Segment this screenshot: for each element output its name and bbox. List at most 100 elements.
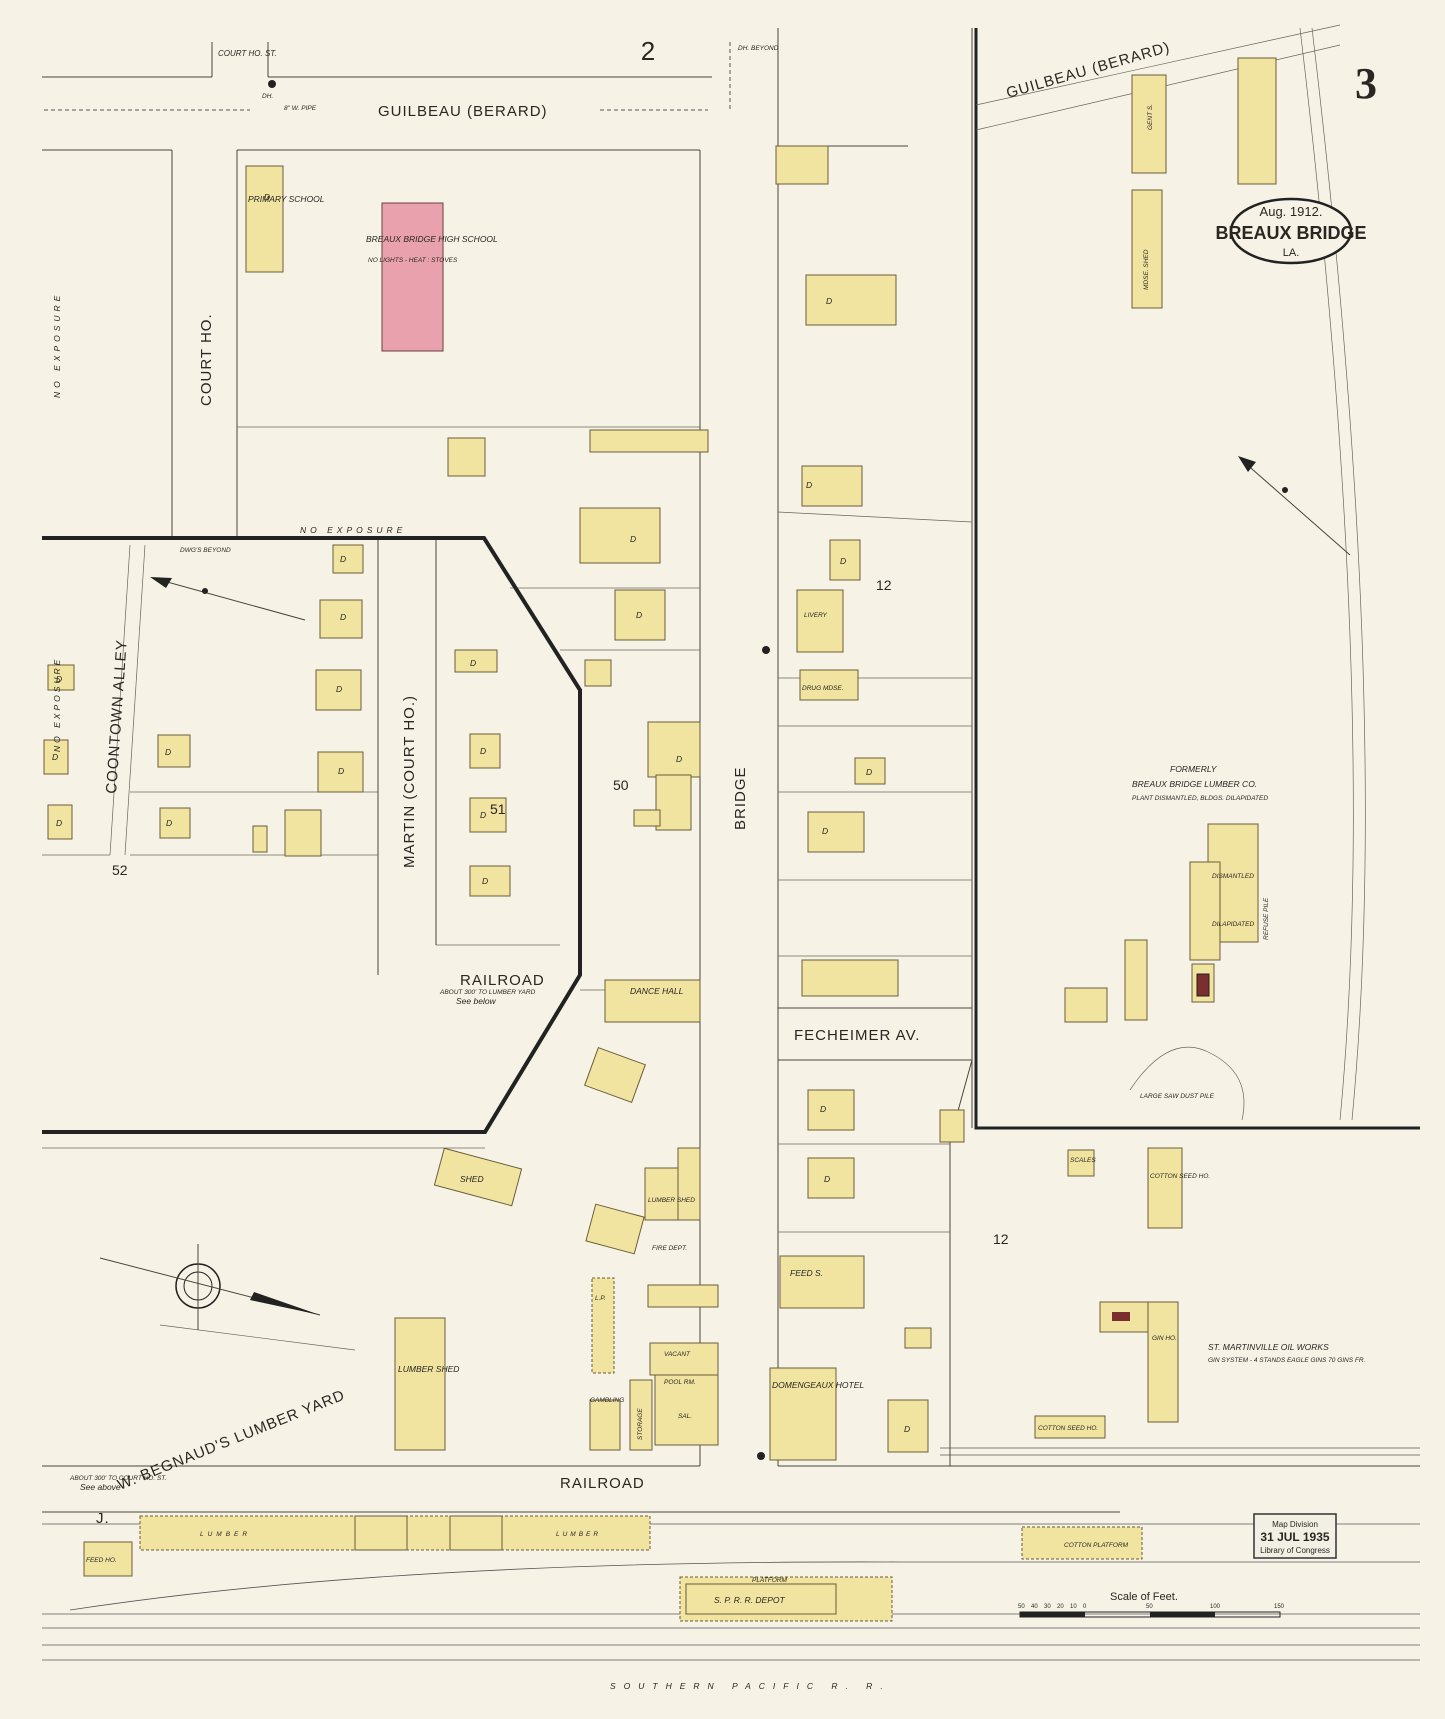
building xyxy=(447,437,486,477)
label-see-below: See below xyxy=(456,996,497,1006)
building xyxy=(1124,939,1148,1021)
label-formerly: FORMERLY xyxy=(1170,764,1218,774)
primary-school-building xyxy=(245,165,284,273)
dwelling xyxy=(43,739,69,775)
label-pool-room: POOL RM. xyxy=(664,1379,696,1386)
label-cotton-seed-ho-2: COTTON SEED HO. xyxy=(1038,1425,1098,1432)
lumber-shed xyxy=(449,1515,503,1551)
cartouche-state: LA. xyxy=(1283,247,1300,259)
outbuilding xyxy=(904,1327,932,1349)
scale-tick: 50 xyxy=(1018,1604,1025,1610)
dwelling-letter: D xyxy=(166,818,172,828)
dwelling-letter: D xyxy=(340,612,346,622)
dwelling-letter: D xyxy=(630,534,636,544)
scale-tick: 10 xyxy=(1070,1604,1077,1610)
domengeaux-hotel-building xyxy=(769,1367,837,1461)
label-no-exposure-left2: NO EXPOSURE xyxy=(52,657,62,752)
label-dh-beyond: DH. BEYOND xyxy=(738,45,779,52)
stamp-line3: Library of Congress xyxy=(1260,1546,1330,1555)
dance-hall-building xyxy=(604,979,701,1023)
dwelling-letter: D xyxy=(636,610,642,620)
stamp-date: 31 JUL 1935 xyxy=(1260,1530,1329,1544)
label-gent-s: GENT S. xyxy=(1147,104,1154,130)
buildings xyxy=(43,57,1277,1622)
dwelling xyxy=(317,751,364,793)
dwelling-letter: D xyxy=(340,554,346,564)
dwelling-letter: D xyxy=(264,192,270,202)
scale-title: Scale of Feet. xyxy=(1110,1591,1178,1603)
scales-building xyxy=(1067,1149,1095,1177)
top-sheet-index: 2 xyxy=(641,36,655,66)
dwelling xyxy=(647,721,701,778)
label-lumber-co: BREAUX BRIDGE LUMBER CO. xyxy=(1132,779,1257,789)
dwelling-letter: D xyxy=(56,674,62,684)
outbuilding xyxy=(633,809,661,827)
hydrant xyxy=(757,1452,765,1460)
label-cotton-seed-ho: COTTON SEED HO. xyxy=(1150,1173,1210,1180)
dwelling-letter: D xyxy=(338,766,344,776)
street-court-ho-st: COURT HO. ST. xyxy=(218,49,277,58)
dwelling xyxy=(579,507,661,564)
building xyxy=(677,1147,701,1221)
dwelling-letter: D xyxy=(866,767,872,777)
label-scales: SCALES xyxy=(1070,1157,1096,1164)
label-oil-works: ST. MARTINVILLE OIL WORKS xyxy=(1208,1342,1329,1352)
label-domengeaux-hotel: DOMENGEAUX HOTEL xyxy=(772,1380,864,1390)
library-stamp: Map Division 31 JUL 1935 Library of Cong… xyxy=(1253,1513,1337,1559)
dwelling-letter: D xyxy=(904,1424,910,1434)
street-bridge: BRIDGE xyxy=(732,766,749,830)
store-building xyxy=(589,429,709,453)
dwelling xyxy=(47,664,75,691)
scale-bar: Scale of Feet. 50 40 30 20 10 0 50 100 1… xyxy=(1018,1591,1285,1618)
label-oil-works-note: GIN SYSTEM - 4 STANDS EAGLE GINS 70 GINS… xyxy=(1208,1357,1366,1364)
label-dismantled: DISMANTLED xyxy=(1212,873,1254,880)
scale-tick: 50 xyxy=(1146,1604,1153,1610)
label-no-exposure-left: NO EXPOSURE xyxy=(52,292,62,398)
building xyxy=(284,809,322,857)
dwelling xyxy=(332,544,364,574)
dwelling-letter: D xyxy=(480,810,486,820)
saw-dust-pile xyxy=(1129,1046,1245,1121)
label-railroad-note: ABOUT 300' TO LUMBER YARD xyxy=(439,989,536,996)
dwelling-rear xyxy=(655,774,692,831)
dwelling-letter: D xyxy=(806,480,812,490)
outbuilding xyxy=(939,1109,965,1143)
scale-tick: 40 xyxy=(1031,1604,1038,1610)
building xyxy=(775,145,829,185)
feed-store-building xyxy=(779,1255,865,1309)
depot-building xyxy=(685,1583,837,1615)
building xyxy=(589,1399,621,1451)
street-j: J. xyxy=(96,1510,110,1527)
dwelling xyxy=(469,733,501,769)
gent-s-building xyxy=(1131,74,1167,174)
label-lumber-shed-top: LUMBER SHED xyxy=(648,1197,695,1204)
block-50: 50 xyxy=(613,777,629,793)
feed-ho-building xyxy=(83,1541,133,1577)
label-depot: S. P. R. R. DEPOT xyxy=(714,1595,786,1605)
dwelling xyxy=(854,757,886,785)
label-primary-school: PRIMARY SCHOOL xyxy=(248,194,325,204)
store-building xyxy=(801,959,899,997)
cotton-platform-shape xyxy=(1021,1526,1143,1560)
high-school-building xyxy=(381,202,444,352)
block-12-upper: 12 xyxy=(876,577,892,593)
scale-tick: 100 xyxy=(1210,1604,1221,1610)
dwelling xyxy=(805,274,897,326)
label-water-pipe: 8" W. PIPE xyxy=(284,105,317,112)
label-mdse-shed: MDSE. SHED xyxy=(1143,249,1150,290)
dwelling xyxy=(157,734,191,768)
dwelling xyxy=(807,1089,855,1131)
building xyxy=(887,1399,929,1453)
dwelling-letter: D xyxy=(336,684,342,694)
label-gambling: GAMBLING xyxy=(590,1397,624,1404)
dwelling xyxy=(807,1157,855,1199)
southern-pacific-label: SOUTHERN PACIFIC R. R. xyxy=(610,1681,891,1691)
label-saw-dust-pile: LARGE SAW DUST PILE xyxy=(1140,1093,1215,1100)
label-dwgs-beyond: DWG'S BEYOND xyxy=(180,547,231,554)
shed-building xyxy=(584,659,612,687)
block-12-lower: 12 xyxy=(993,1231,1009,1247)
dwelling-letter: D xyxy=(52,752,58,762)
compass-rose xyxy=(99,1244,321,1330)
hydrant xyxy=(762,646,770,654)
